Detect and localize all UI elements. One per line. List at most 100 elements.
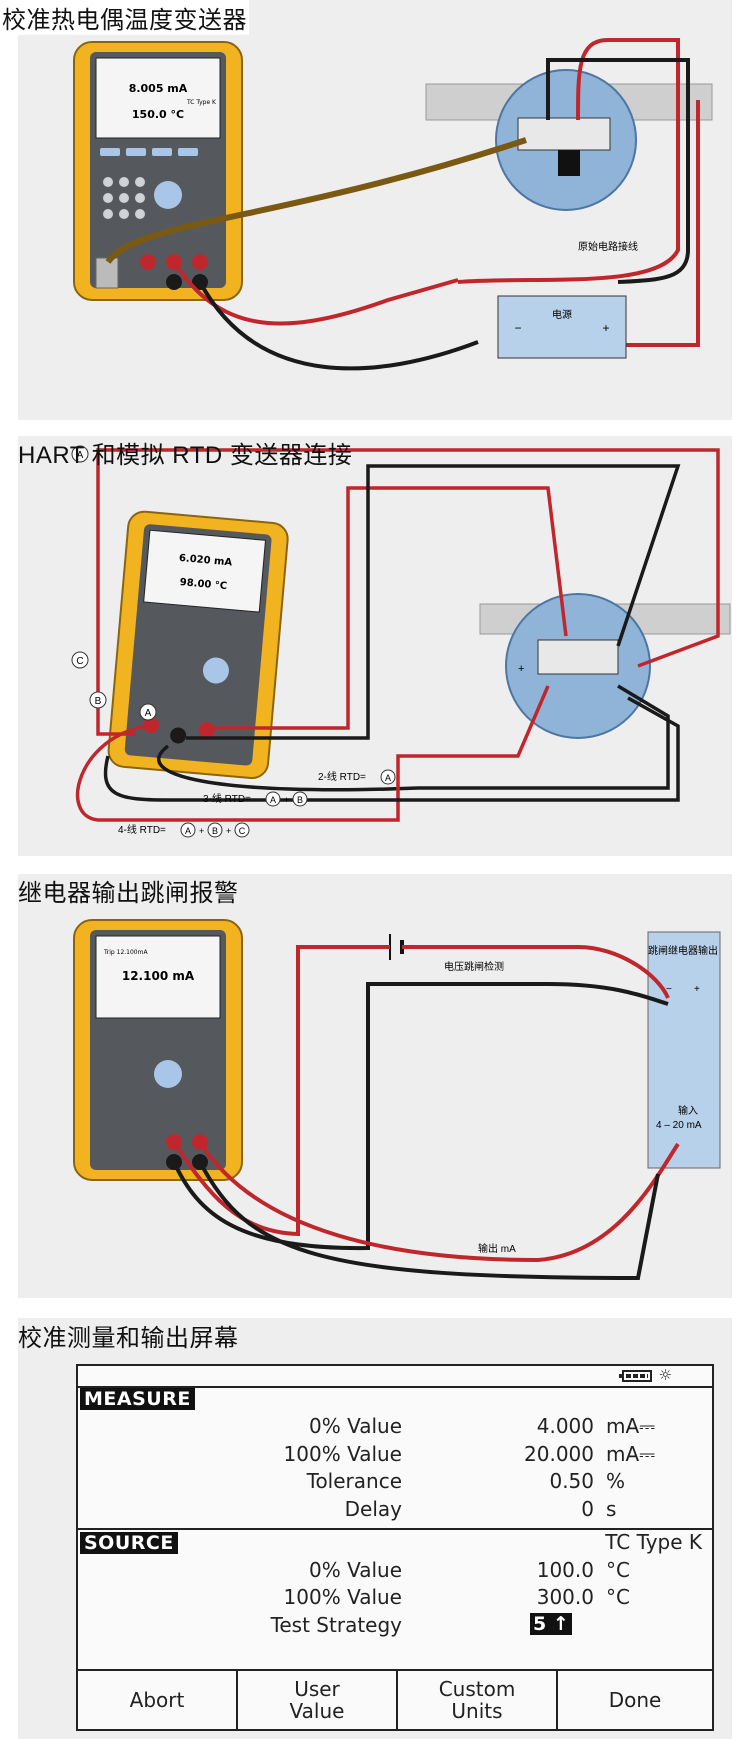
rtd-4wire-label: 4-线 RTD= xyxy=(118,823,166,836)
tc-title: 校准热电偶温度变送器 xyxy=(0,0,249,35)
rtd-4wire-a-circle xyxy=(180,822,196,838)
rtd-title: HART 和模拟 RTD 变送器连接 xyxy=(18,442,353,469)
rtd-4wire-a: A xyxy=(185,826,191,836)
measure-0pct-label: 0% Value xyxy=(308,1414,402,1438)
relay-meter-screen xyxy=(95,935,221,1019)
relay-diagram: Trip 12.100mA 12.100 mA 跳闸继电器输出 − + 输入 4… xyxy=(73,919,721,1281)
measure-0pct-value: 4.000 xyxy=(536,1414,594,1438)
source-100pct-label: 100% Value xyxy=(283,1585,402,1609)
battery-icon xyxy=(619,1370,652,1382)
power-plus: + xyxy=(602,321,609,335)
measure-delay-unit: s xyxy=(606,1497,617,1521)
test-strategy-field[interactable]: 5 ↑ xyxy=(530,1613,572,1635)
rtd-black-wire-3 xyxy=(103,696,680,802)
test-strategy-label[interactable]: Test Strategy xyxy=(270,1613,402,1637)
source-0pct-unit: °C xyxy=(606,1558,630,1582)
measure-header: MEASURE xyxy=(80,1388,195,1410)
top-separator xyxy=(78,1386,712,1388)
svg-text:B: B xyxy=(95,696,102,707)
relay-red-input xyxy=(198,1140,680,1263)
measure-tolerance-label: Tolerance xyxy=(306,1469,402,1493)
rtd-4wire-c: C xyxy=(239,826,246,836)
rtd-black-wire-2 xyxy=(156,684,670,792)
mid-separator xyxy=(78,1528,712,1530)
relay-minus-top: − xyxy=(666,984,672,995)
terminal-block xyxy=(517,117,611,151)
power-minus: − xyxy=(514,321,521,335)
meter-number-pad xyxy=(103,177,145,219)
relay-black-1 xyxy=(172,982,669,1251)
tc-panel: 8.005 mA 150.0 °C TC Type K xyxy=(0,0,732,420)
measure-delay-label: Delay xyxy=(344,1497,402,1521)
test-strategy-value[interactable]: 5 ↑ xyxy=(530,1613,572,1635)
relay-black-input xyxy=(198,1161,660,1281)
rtd-red-wire-4 xyxy=(75,685,550,822)
black-wire-loop xyxy=(546,58,690,284)
relay-output-label: 跳闸继电器输出 xyxy=(648,944,718,957)
tc-cable xyxy=(105,137,527,264)
rtd-4wire-b: B xyxy=(212,826,218,836)
rtd-3wire-a-circle xyxy=(265,791,281,807)
rtd-red-loop-b xyxy=(214,486,568,730)
relay-meter-trip: Trip 12.100mA xyxy=(103,949,148,956)
source-0pct-label: 0% Value xyxy=(308,1558,402,1582)
voltage-detect-label: 电压跳闸检测 xyxy=(444,960,504,973)
measure-100pct-label: 100% Value xyxy=(283,1442,402,1466)
svg-text:A: A xyxy=(77,450,84,461)
relay-box xyxy=(647,931,721,1169)
relay-meter-reading: 12.100 mA xyxy=(122,969,195,983)
rtd-red-loop-a xyxy=(96,448,720,736)
softkey-custom-units[interactable]: Custom Units xyxy=(396,1669,556,1729)
rtd-3wire-a: A xyxy=(270,795,276,805)
rtd-marker-c: C xyxy=(71,651,89,669)
rtd-2wire-a: A xyxy=(385,773,391,783)
calibration-screen: ☼ MEASURE 0% Value 4.000 mA⎓ 100% Value … xyxy=(76,1364,714,1731)
softkey-done[interactable]: Done xyxy=(556,1669,712,1729)
measure-tolerance-unit: % xyxy=(606,1469,626,1493)
measure-tolerance-value: 0.50 xyxy=(549,1469,594,1493)
relay-red-2 xyxy=(402,945,670,999)
meter-screen xyxy=(95,57,221,139)
source-header: SOURCE xyxy=(80,1532,178,1554)
black-wire-main xyxy=(198,281,479,371)
rtd-3wire-plus: + xyxy=(284,795,289,805)
backlight-icon: ☼ xyxy=(658,1366,672,1384)
measure-delay-value: 0 xyxy=(581,1497,594,1521)
rtd-panel: 6.020 mA 98.00 °C + A C B A 2-线 RTD xyxy=(18,436,732,856)
rtd-terminal-block xyxy=(537,639,619,675)
svg-text:C: C xyxy=(76,656,83,667)
measure-0pct-unit: mA⎓ xyxy=(606,1414,656,1438)
relay-title: 继电器输出跳闸报警 xyxy=(18,880,239,907)
meter-reading-ma: 8.005 mA xyxy=(129,82,188,95)
rtd-3wire-b-circle xyxy=(292,791,308,807)
rtd-2wire-a-circle xyxy=(380,769,396,785)
rtd-black-loop xyxy=(186,464,681,740)
tc-connector xyxy=(95,257,119,289)
red-wire-main xyxy=(172,260,459,326)
source-type: TC Type K xyxy=(605,1530,702,1554)
rtd-4wire-c-circle xyxy=(234,822,250,838)
relay-meter-dpad xyxy=(154,1060,182,1088)
measure-100pct-value: 20.000 xyxy=(524,1442,594,1466)
output-ma-label: 输出 mA xyxy=(478,1242,516,1255)
rtd-3wire-b: B xyxy=(297,795,303,805)
softkey-abort[interactable]: Abort xyxy=(78,1669,236,1729)
red-wire-power xyxy=(626,100,700,347)
rtd-marker-a-top: A xyxy=(71,445,89,463)
wiring-label: 原始电路接线 xyxy=(578,240,638,253)
rtd-2wire-label: 2-线 RTD= xyxy=(318,770,366,783)
rtd-marker-a-bottom: A xyxy=(139,703,157,721)
power-supply-label: 电源 xyxy=(552,308,572,321)
softkey-user-value[interactable]: User Value xyxy=(236,1669,396,1729)
rtd-plus: + xyxy=(518,663,524,675)
red-wire-loop xyxy=(457,38,680,284)
svg-text:A: A xyxy=(145,708,152,719)
rtd-3wire-label: 3-线 RTD= xyxy=(203,792,251,805)
screen-panel: 校准测量和输出屏幕 ☼ MEASURE 0% Value 4.000 mA⎓ 1… xyxy=(18,1318,732,1739)
meter-keys xyxy=(100,148,198,209)
rtd-4wire-plus1: + xyxy=(199,826,204,836)
rtd-marker-b: B xyxy=(89,691,107,709)
rtd-reading-temp: 98.00 °C xyxy=(179,577,227,592)
rtd-diagram: 6.020 mA 98.00 °C + A C B A 2-线 RTD xyxy=(71,445,731,838)
power-supply xyxy=(497,295,627,359)
